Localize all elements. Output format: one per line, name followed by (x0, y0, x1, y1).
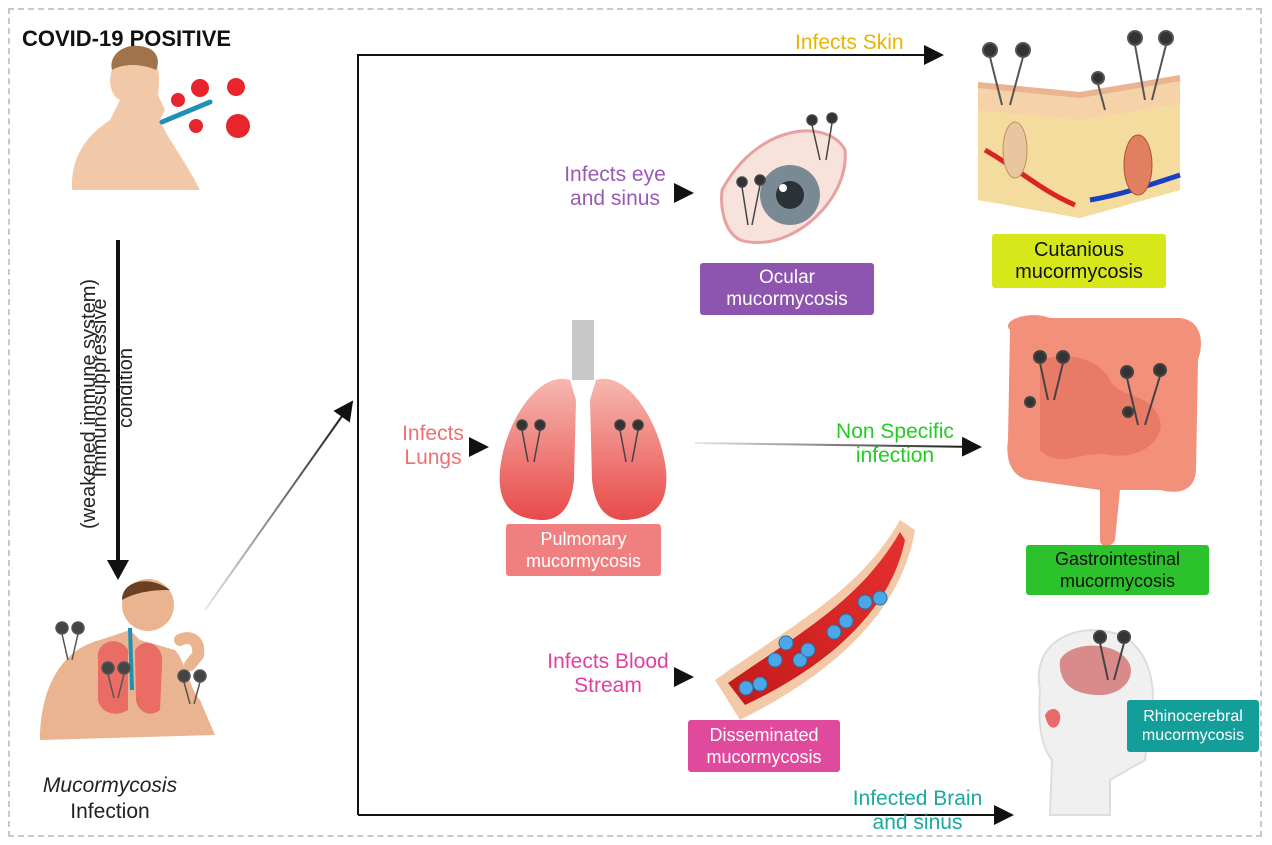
rhino-line-1: Rhinocerebral (1143, 707, 1243, 726)
infects-eye-line-2: and sinus (540, 187, 690, 211)
pulmonary-box: Pulmonary mucormycosis (506, 524, 661, 576)
skin-illustration (978, 31, 1180, 218)
infects-lungs-label: Infects Lungs (378, 422, 488, 470)
eye-illustration (722, 113, 846, 243)
gi-line-2: mucormycosis (1060, 570, 1175, 592)
weakened-immune-label: (weakened immune system) (77, 254, 101, 554)
cutaneous-line-2: mucormycosis (1015, 261, 1143, 283)
infected-brain-line-2: and sinus (830, 811, 1005, 835)
disseminated-line-1: Disseminated (709, 724, 818, 746)
non-specific-line-2: infection (815, 444, 975, 468)
infected-brain-line-1: Infected Brain (830, 787, 1005, 811)
ocular-line-2: mucormycosis (726, 289, 847, 311)
non-specific-label: Non Specific infection (815, 420, 975, 468)
infected-patient-illustration (40, 579, 215, 740)
cutaneous-box: Cutanious mucormycosis (992, 234, 1166, 288)
infects-blood-label: Infects Blood Stream (523, 650, 693, 698)
infects-lungs-line-2: Lungs (378, 446, 488, 470)
ocular-box: Ocular mucormycosis (700, 263, 874, 315)
infects-eye-line-1: Infects eye (540, 163, 690, 187)
infects-skin-text: Infects Skin (795, 31, 904, 54)
lungs-illustration (500, 320, 667, 520)
mucormycosis-infection-label: Mucormycosis Infection (20, 773, 200, 825)
infection-line-1: Mucormycosis (20, 773, 200, 799)
cutaneous-line-1: Cutanious (1034, 239, 1124, 261)
ocular-line-1: Ocular (759, 267, 815, 289)
disseminated-line-2: mucormycosis (706, 746, 821, 768)
pulmonary-line-2: mucormycosis (526, 550, 641, 572)
diagonal-arrow (205, 402, 352, 610)
immune-line-2: condition (113, 238, 139, 538)
blood-vessel-illustration (715, 520, 915, 720)
infected-brain-label: Infected Brain and sinus (830, 787, 1005, 835)
infection-line-2: Infection (20, 799, 200, 825)
infects-blood-line-1: Infects Blood (523, 650, 693, 674)
rhino-line-2: mucormycosis (1142, 726, 1244, 745)
non-specific-line-1: Non Specific (815, 420, 975, 444)
disseminated-box: Disseminated mucormycosis (688, 720, 840, 772)
infects-blood-line-2: Stream (523, 674, 693, 698)
intestine-illustration (1007, 315, 1201, 546)
covid-positive-title: COVID-19 POSITIVE (22, 26, 231, 52)
covid-patient-illustration (72, 46, 250, 190)
infects-lungs-line-1: Infects (378, 422, 488, 446)
infects-eye-label: Infects eye and sinus (540, 163, 690, 211)
rhinocerebral-box: Rhinocerebral mucormycosis (1127, 700, 1259, 752)
gastrointestinal-box: Gastrointestinal mucormycosis (1026, 545, 1209, 595)
gi-line-1: Gastrointestinal (1055, 548, 1180, 570)
pulmonary-line-1: Pulmonary (540, 528, 626, 550)
infects-skin-label: Infects Skin (795, 31, 904, 55)
